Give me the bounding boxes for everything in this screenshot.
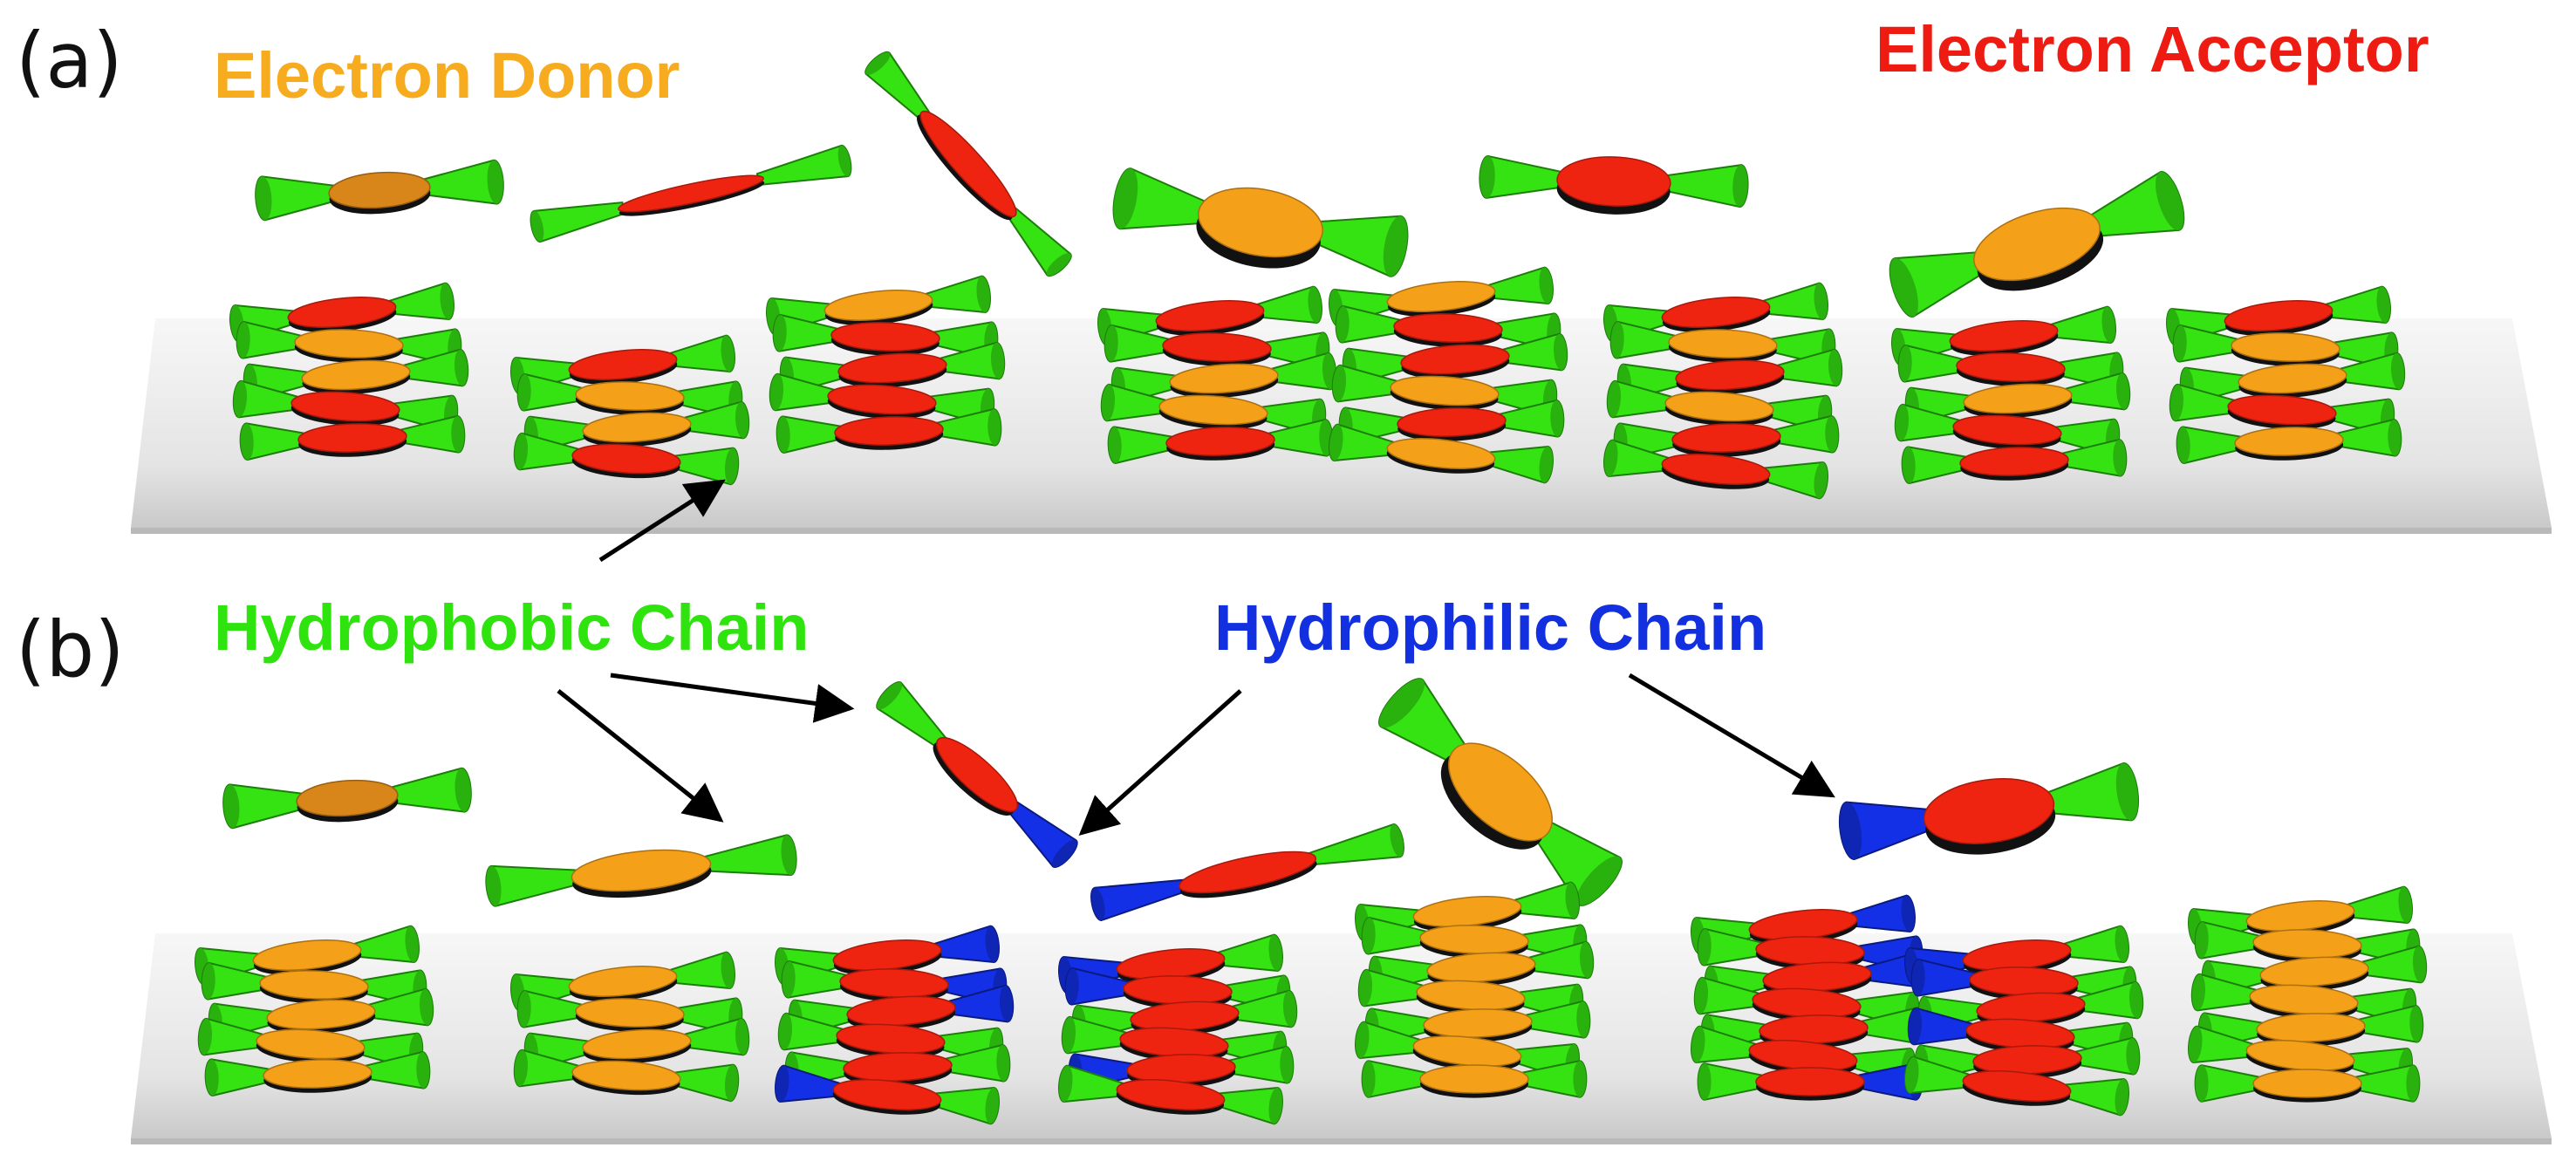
substrate-b: [131, 933, 2552, 1138]
panel-label-a: (a): [16, 16, 123, 106]
hydrophilic-chain-label: Hydrophilic Chain: [1214, 591, 1766, 664]
molecule-layer: [195, 51, 2428, 1125]
a-stack-6-disc-5: [1603, 439, 1828, 500]
hydrophobic-chain-label: Hydrophobic Chain: [214, 591, 809, 664]
b-stack-3-disc-5: [775, 1064, 1000, 1125]
a-stack-5-disc-5: [1329, 423, 1554, 484]
b-stack-5-disc-3: [1357, 968, 1584, 1022]
a-stack-7-disc-4: [1901, 438, 2128, 485]
b-stack-7-disc-5: [1904, 1055, 2129, 1117]
a-stack-3-disc-4: [776, 407, 1002, 454]
a-free-acceptor-1: [530, 144, 852, 243]
a-stack-2-disc-3: [513, 432, 740, 486]
b-free-donor-2: [485, 834, 797, 907]
arrow-hydrophilic-to-acceptor: [1628, 673, 1835, 798]
a-free-acceptor-2: [864, 51, 1072, 277]
a-stack-6-disc-1: [1609, 320, 1836, 367]
a-stack-4-disc-4: [1107, 418, 1334, 465]
b-free-donor-1: [222, 767, 472, 830]
a-stack-4-disc-1: [1104, 324, 1330, 371]
b-stack-1-disc-4: [204, 1050, 431, 1097]
b-stack-5-disc-1: [1361, 916, 1588, 963]
b-stack-2-disc-3: [513, 1048, 740, 1103]
b-free-amphiphile-1: [876, 681, 1078, 868]
electron-donor-label: Electron Donor: [214, 39, 680, 112]
b-free-donor-3: [1378, 678, 1623, 906]
b-stack-4-disc-1: [1064, 967, 1291, 1014]
panel-label-b: (b): [16, 604, 125, 694]
a-free-acceptor-3: [1479, 154, 1749, 215]
a-stack-5-disc-3: [1331, 364, 1558, 418]
b-stack-3-disc-3: [777, 1012, 1004, 1066]
b-stack-6-disc-6: [1697, 1062, 1923, 1101]
b-stack-2-disc-0: [510, 951, 735, 1012]
a-stack-1-disc-3: [232, 379, 459, 434]
b-free-amphiphile-3: [1838, 762, 2140, 860]
b-free-amphiphile-2: [1090, 823, 1404, 921]
b-stack-4-disc-5: [1058, 1064, 1283, 1125]
a-stack-4-disc-2: [1110, 352, 1337, 406]
b-stack-8-disc-6: [2194, 1064, 2421, 1103]
b-stack-7-disc-0: [1904, 925, 2129, 986]
b-stack-3-disc-2: [788, 984, 1015, 1038]
a-stack-8-disc-3: [2169, 383, 2395, 437]
a-stack-7-disc-0: [1891, 305, 2116, 366]
a-stack-6-disc-2: [1616, 348, 1843, 402]
arrow-hydrophilic-to-chain: [1078, 689, 1242, 837]
a-stack-3-disc-0: [766, 275, 991, 336]
a-free-donor-3: [1889, 171, 2185, 318]
arrow-hydrophobic-to-donor: [557, 689, 724, 823]
a-free-donor-1: [255, 159, 504, 222]
a-stack-1-disc-0: [229, 282, 454, 343]
electron-acceptor-label: Electron Acceptor: [1876, 13, 2429, 85]
a-free-donor-2: [1112, 167, 1409, 277]
a-stack-8-disc-4: [2176, 418, 2402, 465]
b-stack-3-disc-4: [784, 1043, 1011, 1090]
arrow-hydrophobic-to-film: [598, 479, 726, 563]
b-stack-2-disc-2: [523, 1017, 750, 1071]
a-stack-2-disc-0: [510, 334, 735, 395]
a-stack-1-disc-4: [239, 414, 466, 461]
b-stack-8-disc-0: [2188, 885, 2413, 946]
b-stack-5-disc-6: [1361, 1060, 1588, 1098]
arrow-hydrophobic-to-chain: [610, 673, 855, 723]
